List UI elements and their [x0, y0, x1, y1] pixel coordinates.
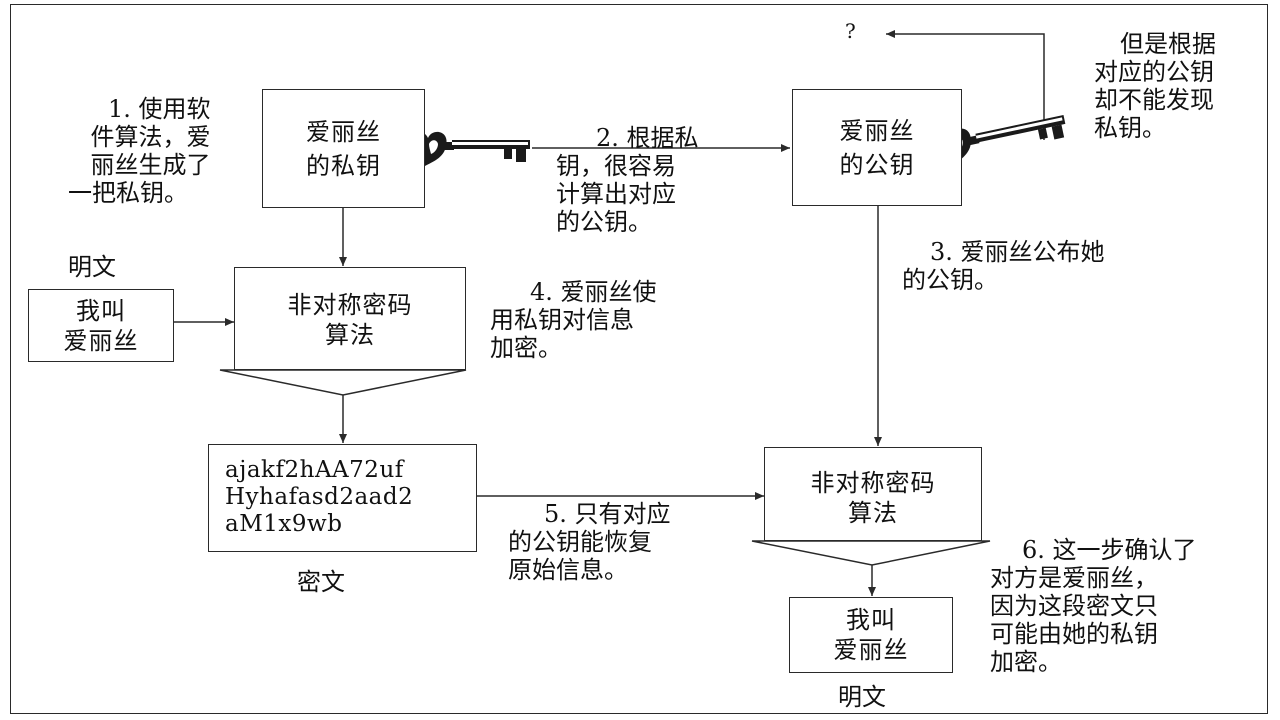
note-step1-line: 丽丝生成了	[90, 151, 211, 179]
diagram-frame	[10, 4, 1268, 714]
private-key-line2: 的私钥	[306, 151, 381, 180]
note-step5: 5. 只有对应 的公钥能恢复 原始信息。	[508, 500, 671, 584]
note-step2-line: 钥，很容易	[556, 152, 676, 180]
note-step1-line: 1. 使用软	[108, 95, 211, 123]
algorithm-right-line1: 非对称密码	[810, 469, 936, 497]
private-key-line1: 爱丽丝	[306, 117, 381, 146]
funnel-left	[219, 369, 467, 396]
arrow-pubkey-to-question	[886, 30, 1045, 140]
note-public-line: 对应的公钥	[1094, 58, 1214, 86]
plaintext-right-line2: 爱丽丝	[833, 636, 909, 664]
note-step1: 1. 使用软 件算法，爱 丽丝生成了 一把私钥。	[68, 95, 211, 207]
public-key-line2: 的公钥	[839, 150, 915, 179]
note-public-line: 私钥。	[1094, 114, 1166, 142]
note-step4-line: 用私钥对信息	[490, 306, 634, 334]
note-step6-line: 对方是爱丽丝，	[990, 564, 1158, 592]
note-step4-line: 加密。	[490, 334, 562, 362]
note-step2-line: 的公钥。	[556, 208, 652, 236]
algorithm-box-left: 非对称密码 算法	[234, 267, 466, 370]
private-key-box: 爱丽丝 的私钥	[262, 89, 425, 208]
note-step6-line: 6. 这一步确认了	[1022, 536, 1197, 564]
algorithm-right-line2: 算法	[848, 499, 898, 527]
note-step6: 6. 这一步确认了 对方是爱丽丝， 因为这段密文只 可能由她的私钥 加密。	[990, 536, 1197, 676]
note-step4-line: 4. 爱丽丝使	[530, 278, 657, 306]
note-step3-line: 的公钥。	[902, 266, 998, 294]
algorithm-box-right: 非对称密码 算法	[764, 447, 982, 541]
note-step6-line: 加密。	[990, 648, 1062, 676]
ciphertext-box: ajakf2hAA72uf Hyhafasd2aad2 aM1x9wb	[208, 444, 477, 552]
note-public-line: 但是根据	[1120, 30, 1216, 58]
note-step5-line: 的公钥能恢复	[508, 528, 652, 556]
public-key-line1: 爱丽丝	[839, 116, 915, 145]
note-step2-line: 计算出对应	[556, 180, 676, 208]
plaintext-label-right: 明文	[838, 683, 886, 711]
plaintext-left-line2: 爱丽丝	[63, 326, 139, 355]
ciphertext-line1: ajakf2hAA72uf	[225, 457, 404, 483]
note-step5-line: 5. 只有对应	[544, 500, 671, 528]
question-mark: ?	[845, 19, 856, 43]
ciphertext-line3: aM1x9wb	[225, 511, 343, 537]
plaintext-label-left: 明文	[68, 253, 116, 281]
note-public-key: 但是根据 对应的公钥 却不能发现 私钥。	[1094, 30, 1216, 142]
note-step3: 3. 爱丽丝公布她 的公钥。	[902, 238, 1105, 294]
algorithm-left-line1: 非对称密码	[287, 291, 413, 319]
note-step1-line: 件算法，爱	[90, 123, 211, 151]
note-step6-line: 可能由她的私钥	[990, 620, 1158, 648]
funnel-right	[751, 540, 991, 566]
ciphertext-line2: Hyhafasd2aad2	[225, 484, 414, 510]
note-step2-line: 2. 根据私	[596, 124, 699, 152]
note-step5-line: 原始信息。	[508, 556, 628, 584]
note-step1-line: 一把私钥。	[68, 179, 188, 207]
note-step4: 4. 爱丽丝使 用私钥对信息 加密。	[490, 278, 657, 362]
ciphertext-label: 密文	[297, 568, 345, 596]
note-step3-line: 3. 爱丽丝公布她	[930, 238, 1105, 266]
note-public-line: 却不能发现	[1094, 86, 1214, 114]
plaintext-right-line1: 我叫	[846, 606, 896, 634]
plaintext-box-left: 我叫 爱丽丝	[28, 289, 174, 362]
public-key-box: 爱丽丝 的公钥	[792, 89, 962, 206]
plaintext-box-right: 我叫 爱丽丝	[789, 597, 953, 673]
note-step6-line: 因为这段密文只	[990, 592, 1158, 620]
algorithm-left-line2: 算法	[325, 321, 375, 349]
note-step2: 2. 根据私 钥，很容易 计算出对应 的公钥。	[556, 124, 699, 236]
plaintext-left-line1: 我叫	[76, 296, 126, 325]
